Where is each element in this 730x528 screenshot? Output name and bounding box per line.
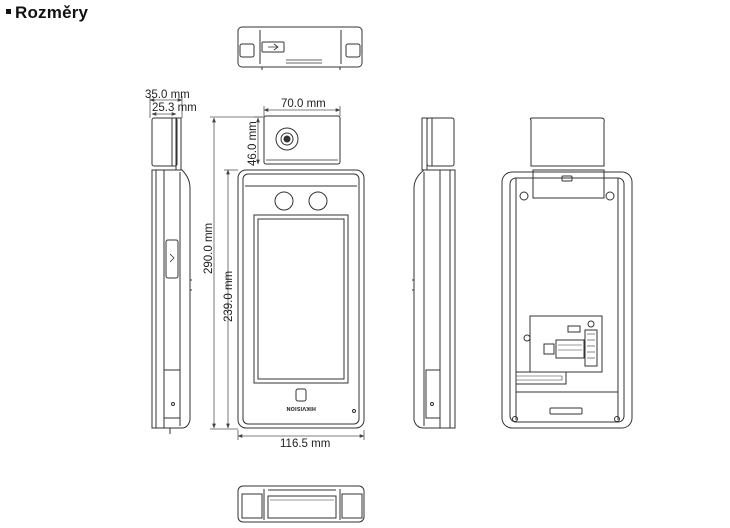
top-view	[237, 26, 363, 70]
depth-body-label: 25.3 mm	[152, 102, 197, 114]
bottom-view	[237, 485, 365, 523]
heading-text: Rozměry	[15, 3, 89, 22]
section-heading: Rozměry	[6, 3, 88, 23]
depth-total-label: 35.0 mm	[145, 89, 190, 101]
height-body-label: 239.0 mm	[223, 271, 235, 322]
bullet-icon	[6, 9, 11, 15]
front-view	[237, 115, 365, 429]
camera-width-label: 70.0 mm	[281, 98, 326, 110]
height-total-label: 290.0 mm	[203, 223, 215, 274]
side-view-left	[151, 117, 192, 434]
back-view	[501, 117, 633, 429]
side-view-right	[412, 117, 456, 429]
width-body-label: 116.5 mm	[280, 438, 330, 450]
dimension-lines	[149, 96, 365, 440]
brand-label: HIKVISION	[286, 405, 316, 411]
camera-height-label: 46.0 mm	[247, 121, 259, 166]
